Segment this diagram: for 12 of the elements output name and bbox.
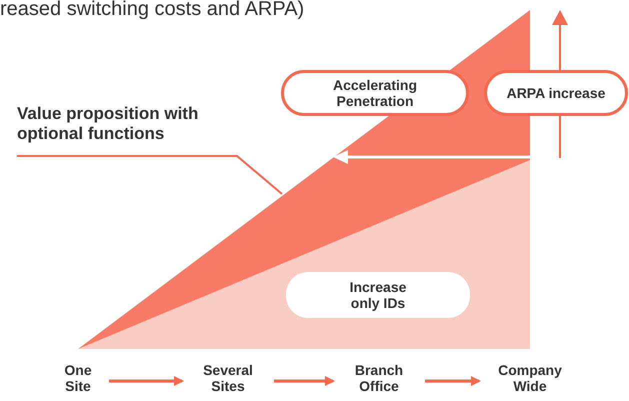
stage-label: One Site bbox=[53, 356, 103, 400]
stage-label: Branch Office bbox=[339, 356, 419, 400]
arrow bbox=[274, 376, 335, 386]
stage-pill: Accelerating Penetration bbox=[281, 70, 469, 116]
arrow bbox=[425, 376, 481, 386]
heading-text: reased switching costs and ARPA) bbox=[0, 0, 304, 21]
arrow bbox=[109, 376, 184, 386]
leader-line bbox=[17, 155, 283, 195]
callout-text: Value proposition with optional functions bbox=[17, 96, 227, 152]
stage-label: Company Wide bbox=[485, 356, 575, 400]
stage-pill: ARPA increase bbox=[484, 70, 628, 116]
stage-label: Several Sites bbox=[188, 356, 268, 400]
